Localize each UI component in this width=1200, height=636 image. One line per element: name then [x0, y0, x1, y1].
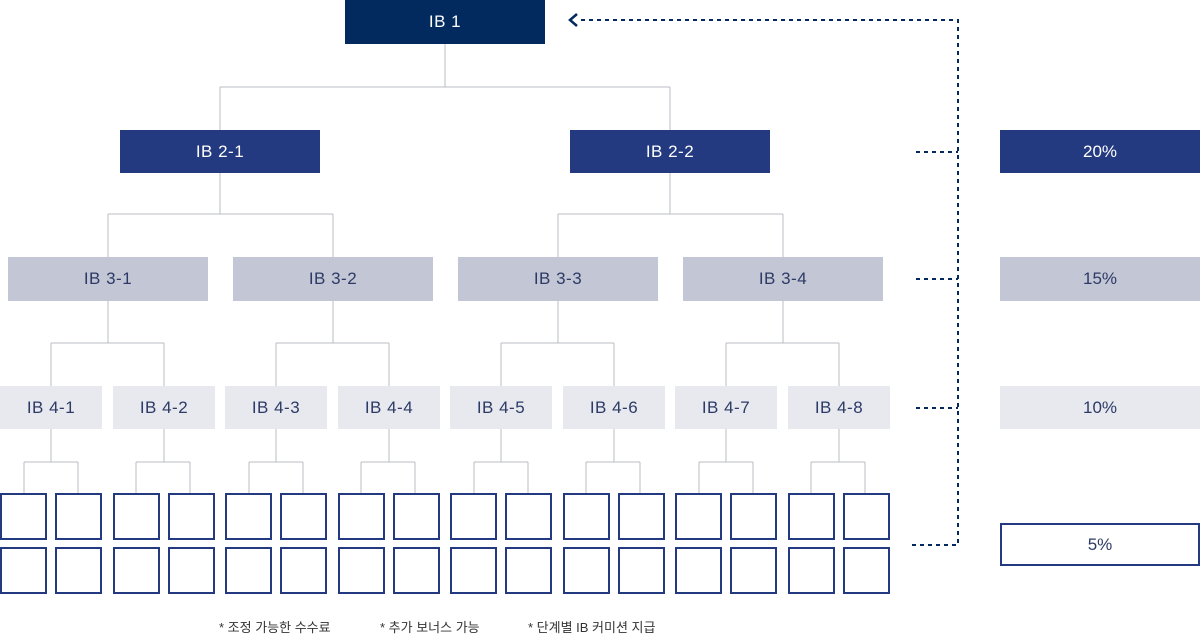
leaf-box [113, 493, 160, 540]
node-ib-4-7: IB 4-7 [675, 386, 777, 429]
note-tiered-commission: * 단계별 IB 커미션 지급 [528, 620, 656, 635]
leaf-box [55, 493, 102, 540]
leaf-box [563, 547, 610, 594]
leaf-box [393, 493, 440, 540]
leaf-box [730, 547, 777, 594]
leaf-box [338, 493, 385, 540]
leaf-box [788, 493, 835, 540]
node-ib-4-2: IB 4-2 [113, 386, 215, 429]
leaf-box [113, 547, 160, 594]
node-ib-4-4: IB 4-4 [338, 386, 440, 429]
leaf-box [168, 493, 215, 540]
node-ib-2-2: IB 2-2 [570, 130, 770, 173]
node-ib-3-2: IB 3-2 [233, 257, 433, 301]
leaf-box [730, 493, 777, 540]
node-ib-4-8: IB 4-8 [788, 386, 890, 429]
leaf-box [0, 493, 47, 540]
leaf-box [0, 547, 47, 594]
leaf-box [393, 547, 440, 594]
node-ib-4-5: IB 4-5 [450, 386, 552, 429]
leaf-box [225, 547, 272, 594]
rate-level-3: 15% [1000, 257, 1200, 301]
leaf-box [450, 493, 497, 540]
leaf-box [788, 547, 835, 594]
leaf-box [168, 547, 215, 594]
leaf-box [450, 547, 497, 594]
leaf-box [55, 547, 102, 594]
leaf-box [675, 493, 722, 540]
node-ib-3-3: IB 3-3 [458, 257, 658, 301]
leaf-box [675, 547, 722, 594]
leaf-box [505, 547, 552, 594]
leaf-box [843, 547, 890, 594]
node-ib-4-1: IB 4-1 [0, 386, 102, 429]
leaf-box [338, 547, 385, 594]
node-ib-4-6: IB 4-6 [563, 386, 665, 429]
leaf-box [563, 493, 610, 540]
leaf-box [618, 493, 665, 540]
rate-level-4: 10% [1000, 386, 1200, 429]
node-ib-3-4: IB 3-4 [683, 257, 883, 301]
node-ib-3-1: IB 3-1 [8, 257, 208, 301]
note-adjustable-fees: * 조정 가능한 수수료 [219, 620, 331, 635]
leaf-box [843, 493, 890, 540]
arrow-head-icon [568, 13, 578, 27]
node-ib-1: IB 1 [345, 0, 545, 44]
node-ib-2-1: IB 2-1 [120, 130, 320, 173]
leaf-box [280, 493, 327, 540]
rate-level-5: 5% [1000, 523, 1200, 566]
note-extra-bonus: * 추가 보너스 가능 [380, 620, 480, 635]
node-ib-4-3: IB 4-3 [225, 386, 327, 429]
rate-level-2: 20% [1000, 130, 1200, 173]
leaf-box [618, 547, 665, 594]
leaf-box [280, 547, 327, 594]
leaf-box [225, 493, 272, 540]
leaf-box [505, 493, 552, 540]
